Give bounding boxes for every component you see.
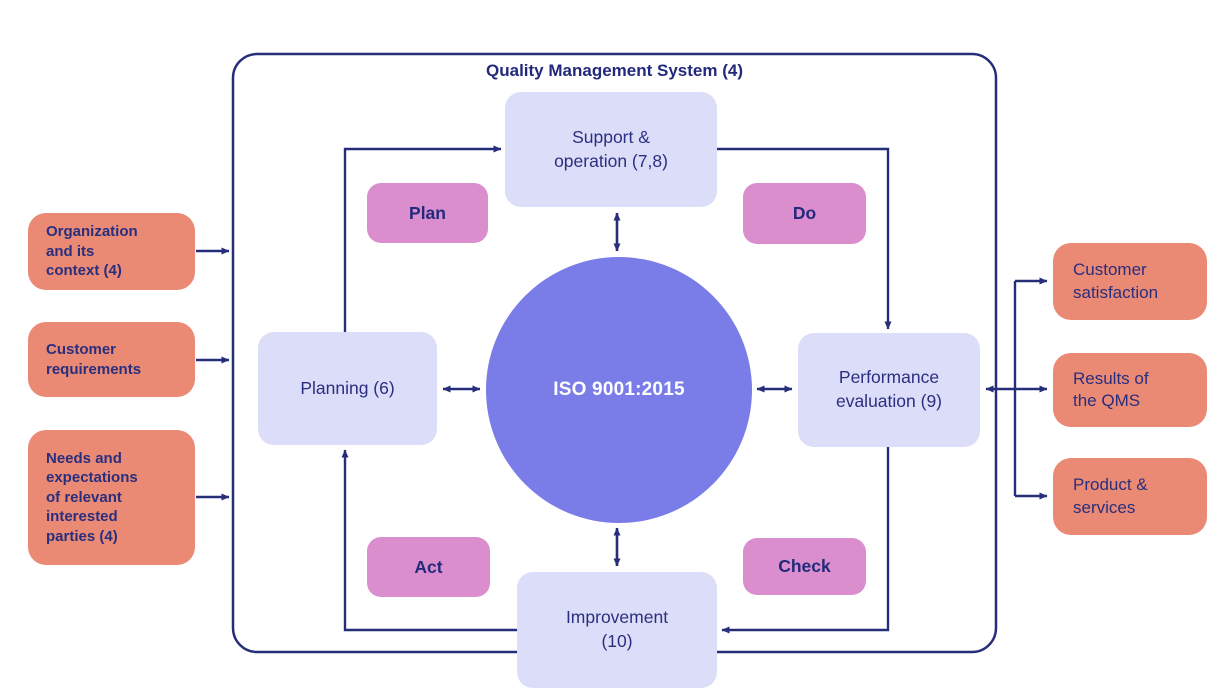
output-customer-satisfaction-label: Customer satisfaction — [1073, 260, 1159, 302]
arrow-planning-to-support — [343, 145, 502, 332]
stage-improvement-label: Improvement (10) — [565, 607, 669, 651]
stage-support-operation-label: Support & operation (7,8) — [554, 126, 668, 171]
input-needs-expectations-label: Needs and expectations of relevant inter… — [46, 449, 138, 545]
arrow-performance-to-improvement — [721, 447, 890, 634]
stage-performance-evaluation-label: Performance evaluation (9) — [835, 367, 943, 411]
stage-improvement: Improvement (10) — [517, 572, 717, 688]
input-needs-expectations: Needs and expectations of relevant inter… — [28, 430, 195, 565]
output-customer-satisfaction: Customer satisfaction — [1053, 243, 1207, 320]
output-product-services: Product & services — [1053, 458, 1207, 535]
stage-performance-evaluation: Performance evaluation (9) — [798, 333, 980, 447]
stage-planning: Planning (6) — [258, 332, 437, 445]
arrow-support-to-performance — [717, 147, 892, 330]
stage-support-operation: Support & operation (7,8) — [505, 92, 717, 207]
qms-title: Quality Management System (4) — [486, 61, 743, 80]
output-results-qms: Results of the QMS — [1053, 353, 1207, 427]
iso-9001-circle: ISO 9001:2015 — [486, 257, 752, 523]
pdca-act-badge: Act — [367, 537, 490, 597]
stage-planning-label: Planning (6) — [300, 377, 395, 398]
input-organization-context-label: Organization and its context (4) — [46, 223, 138, 280]
pdca-do-label: Do — [792, 203, 817, 223]
output-results-qms-label: Results of the QMS — [1073, 368, 1149, 410]
input-customer-requirements: Customer requirements — [28, 322, 195, 397]
pdca-act-label: Act — [414, 556, 443, 577]
pdca-check-label: Check — [778, 556, 831, 576]
pdca-plan-badge: Plan — [367, 183, 488, 243]
input-organization-context: Organization and its context (4) — [28, 213, 195, 290]
arrow-improvement-to-planning — [341, 449, 517, 632]
output-product-services-label: Product & services — [1073, 475, 1148, 517]
pdca-plan-label: Plan — [409, 202, 446, 223]
input-customer-requirements-label: Customer requirements — [46, 341, 142, 378]
iso-9001-label: ISO 9001:2015 — [553, 379, 685, 400]
pdca-check-badge: Check — [743, 538, 866, 595]
pdca-do-badge: Do — [743, 183, 866, 244]
